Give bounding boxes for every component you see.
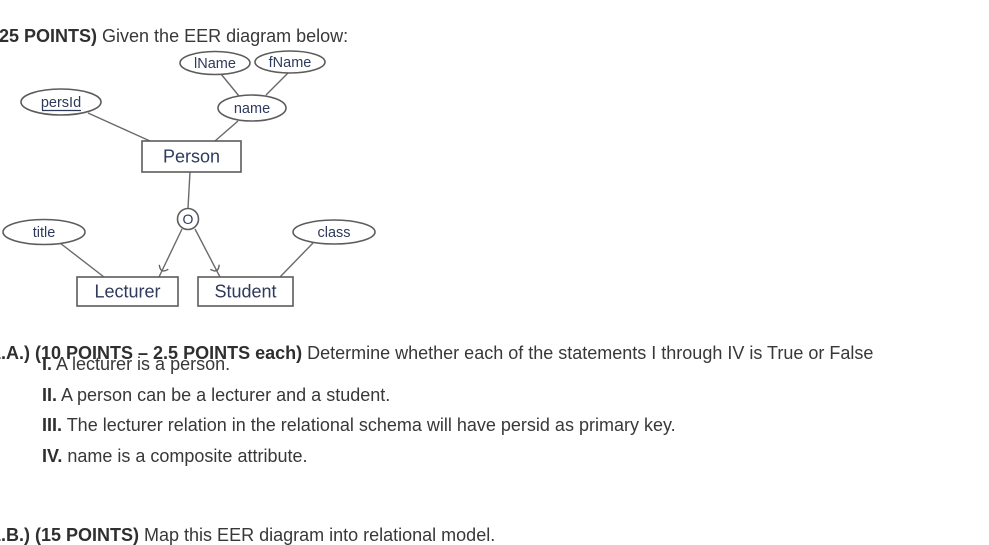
question-points: (25 POINTS) (0, 26, 98, 46)
section-a-text: Determine whether each of the statements… (302, 343, 874, 363)
statement-iii-text: The lecturer relation in the relational … (62, 415, 676, 435)
statement-ii-number: II. (42, 384, 58, 405)
statement-iv-text: name is a composite attribute. (62, 445, 308, 466)
overlap-constraint-label: O (183, 211, 194, 227)
subset-symbol-lecturer (158, 264, 169, 272)
line-person-circle (187, 171, 191, 209)
statement-iv: IV. name is a composite attribute. (42, 444, 676, 475)
statement-i-text: A lecturer is a person. (52, 354, 231, 374)
lname-label: lName (194, 56, 236, 72)
line-circle-student (194, 228, 221, 278)
entity-rect-lecturer (76, 276, 179, 307)
attribute-ellipse-persid (20, 88, 102, 116)
attribute-ellipse-title (2, 218, 86, 246)
subset-symbol-student (210, 264, 220, 272)
section-b-text: Map this EER diagram into relational mod… (139, 525, 496, 545)
statements-list: I. A lecturer is a person. II. A person … (42, 352, 676, 474)
statement-ii-text: A person can be a lecturer and a student… (57, 384, 391, 405)
line-title-lecturer (59, 242, 105, 278)
section-b-heading: 1.B.) (15 POINTS) Map this EER diagram i… (0, 524, 495, 545)
line-fname-name (265, 72, 289, 96)
line-circle-lecturer (158, 228, 183, 278)
student-label: Student (214, 282, 276, 302)
statement-ii: II. A person can be a lecturer and a stu… (42, 383, 676, 414)
statement-i-number: I. (42, 354, 53, 374)
section-a-points: 1.A.) (10 POINTS – 2.5 POINTS each) (0, 343, 303, 363)
section-a-heading: 1.A.) (10 POINTS – 2.5 POINTS each) Dete… (0, 342, 873, 365)
line-lname-name (220, 73, 240, 97)
statement-i: I. A lecturer is a person. (42, 352, 676, 383)
specialization-circle (176, 207, 200, 231)
person-label: Person (163, 147, 220, 167)
section-b-points: 1.B.) (15 POINTS) (0, 525, 140, 545)
question-intro-text: Given the EER diagram below: (97, 26, 349, 46)
attribute-ellipse-lname (179, 50, 251, 76)
attribute-ellipse-fname (254, 50, 326, 74)
line-name-person (214, 120, 239, 142)
title-label: title (33, 225, 56, 241)
attribute-ellipse-name (217, 94, 287, 122)
statement-iii-number: III. (42, 415, 63, 435)
question-intro: (25 POINTS) Given the EER diagram below: (0, 25, 348, 48)
lecturer-label: Lecturer (94, 282, 160, 302)
persid-label: persId (41, 95, 81, 111)
fname-label: fName (269, 55, 312, 71)
attribute-ellipse-class (292, 219, 376, 245)
class-label: class (317, 225, 350, 241)
line-persid-person (87, 112, 151, 142)
entity-rect-student (197, 276, 294, 307)
entity-rect-person (141, 140, 242, 173)
name-label: name (234, 101, 270, 117)
statement-iv-number: IV. (42, 445, 63, 466)
eer-diagram: O lName fName persId name title class Pe… (2, 50, 376, 307)
line-class-student (279, 242, 314, 278)
statement-iii: III. The lecturer relation in the relati… (42, 413, 676, 444)
